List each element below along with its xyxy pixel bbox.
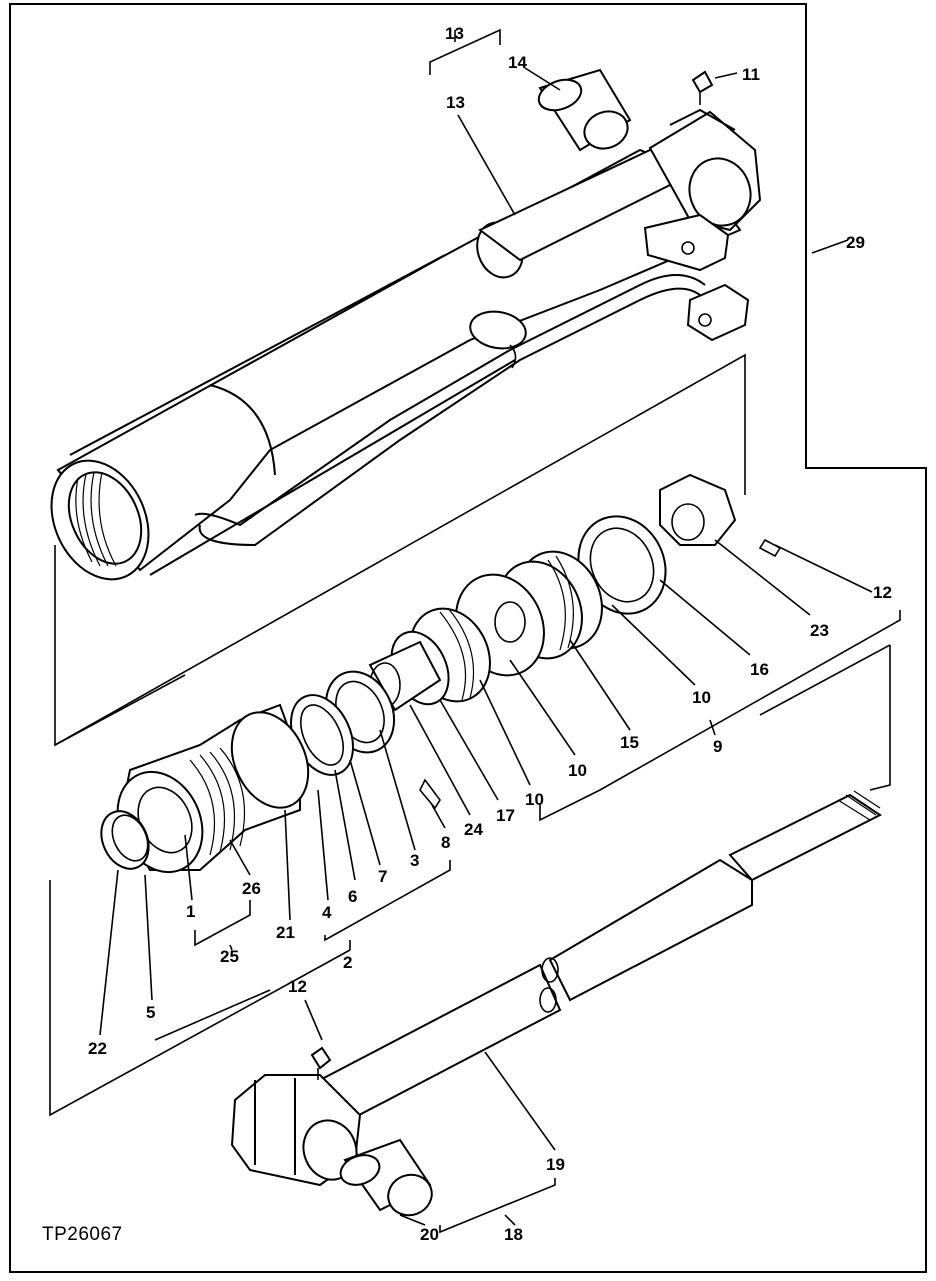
callout-21: 19 (546, 1155, 565, 1174)
callout-26: 24 (464, 820, 483, 839)
callout-3: 3 (410, 851, 419, 870)
callout-19: 17 (496, 806, 515, 825)
callout-13-top: 11 (742, 65, 760, 84)
callout-29: 29 (846, 233, 865, 252)
callout-1: 1 (186, 902, 195, 921)
callout-13-bottom: 12 (288, 977, 307, 996)
cylinder-barrel (50, 108, 762, 581)
callout-18: 16 (750, 660, 769, 679)
callout-23: 21 (276, 923, 295, 942)
callout-9: 9 (713, 737, 722, 756)
callout-6: 6 (348, 887, 357, 906)
callout-4: 4 (322, 903, 332, 922)
callout-15: 13 (446, 93, 465, 112)
callout-25: 23 (810, 621, 829, 640)
callout-5: 5 (146, 1003, 155, 1022)
callout-20: 18 (504, 1225, 523, 1244)
bushing-16 (537, 68, 632, 152)
callout-16: 14 (508, 53, 527, 72)
callout-22: 20 (420, 1225, 439, 1244)
callout-10-left: 10 (525, 790, 544, 809)
grease-fitting-top (691, 70, 714, 105)
callout-8: 8 (441, 833, 450, 852)
callout-27: 25 (220, 947, 239, 966)
callout-17: 15 (620, 733, 639, 752)
callout-24: 22 (88, 1039, 107, 1058)
callout-10-right: 10 (692, 688, 711, 707)
callout-12: 12 (873, 583, 892, 602)
callout-labels: 13 14 11 13 29 12 23 16 10 15 9 10 10 17… (88, 24, 892, 1244)
piston-assembly (100, 473, 882, 1217)
callout-14: 13 (445, 24, 464, 43)
figure-id: TP26067 (42, 1224, 123, 1245)
callout-7: 7 (378, 867, 387, 886)
callout-2: 2 (343, 953, 352, 972)
callout-28: 26 (242, 879, 261, 898)
callout-11: 10 (568, 761, 587, 780)
diagram-frame (9, 3, 927, 1273)
leader-lines (99, 28, 901, 1234)
alignment-lines (49, 353, 891, 1117)
